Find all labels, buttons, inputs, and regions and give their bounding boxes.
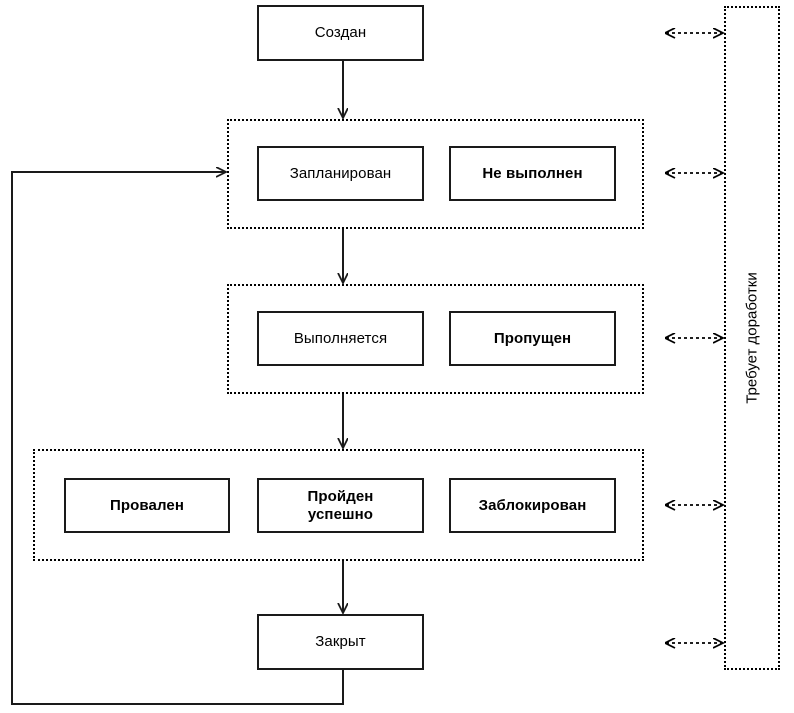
state-node-in-progress-label: Выполняется <box>293 329 388 347</box>
state-node-blocked-label: Заблокирован <box>478 496 587 514</box>
state-node-created[interactable]: Создан <box>257 5 424 61</box>
state-node-blocked[interactable]: Заблокирован <box>449 478 616 533</box>
group-in-progress <box>227 284 644 394</box>
state-node-rework[interactable]: Требует доработки <box>724 6 780 670</box>
state-node-failed[interactable]: Провален <box>64 478 230 533</box>
flow-closed-planned <box>11 172 344 705</box>
group-results <box>33 449 644 561</box>
state-node-in-progress[interactable]: Выполняется <box>257 311 424 366</box>
state-node-planned-label: Запланирован <box>289 164 392 182</box>
state-node-closed[interactable]: Закрыт <box>257 614 424 670</box>
state-node-skipped-label: Пропущен <box>493 329 572 347</box>
state-node-failed-label: Провален <box>109 496 184 514</box>
state-node-passed-label: Пройден успешно <box>307 487 374 523</box>
state-node-planned[interactable]: Запланирован <box>257 146 424 201</box>
state-node-skipped[interactable]: Пропущен <box>449 311 616 366</box>
state-node-not-done[interactable]: Не выполнен <box>449 146 616 201</box>
group-planned <box>227 119 644 229</box>
state-node-passed[interactable]: Пройден успешно <box>257 478 424 533</box>
state-node-closed-label: Закрыт <box>315 633 366 650</box>
state-node-created-label: Создан <box>314 24 367 41</box>
state-node-not-done-label: Не выполнен <box>482 164 583 182</box>
state-node-rework-label: Требует доработки <box>743 272 761 404</box>
